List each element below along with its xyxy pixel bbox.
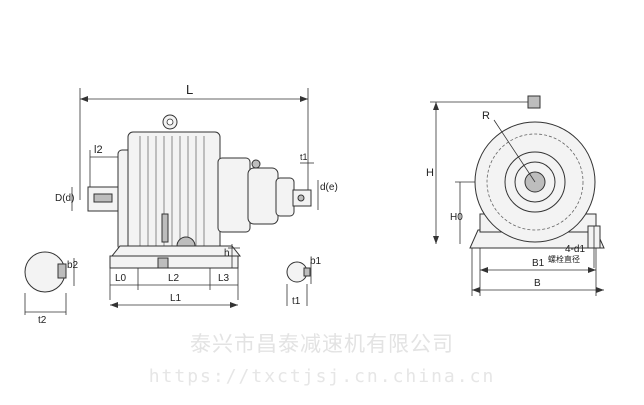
watermark-company: 泰兴市昌泰减速机有限公司 [190,332,454,356]
input-shaft-section: t2 b2 [24,251,79,326]
label-B: B [534,278,541,289]
watermark-url: https://txctjsj.cn.china.cn [148,366,496,387]
end-view: H H0 R 4-d1 螺栓直径 B1 B [426,95,605,296]
input-keyway [93,193,113,203]
label-H0: H0 [450,212,463,223]
vent-plug [251,159,261,169]
oil-gauge [161,213,169,243]
base-foot [109,255,239,269]
label-t1-bottom: t1 [292,296,301,307]
label-L1: L1 [170,293,182,304]
foot-bolt [157,257,169,269]
label-B1: B1 [532,258,545,269]
label-4d1: 4-d1 [565,244,585,255]
label-b2: b2 [67,260,79,271]
label-bolt: 螺栓直径 [548,254,580,264]
housing-body [127,131,221,255]
label-L2: L2 [168,273,180,284]
l-arrow-left [80,96,88,102]
label-t2: t2 [38,315,47,326]
label-h: h [224,248,230,259]
label-R: R [482,110,490,122]
R-leader [493,119,536,183]
label-L3: L3 [218,273,230,284]
label-L0: L0 [115,273,127,284]
label-b1: b1 [310,256,322,267]
label-H: H [426,167,434,179]
label-D: D(d) [55,193,74,204]
label-L: L [186,82,193,97]
output-seal [275,177,295,217]
label-t1-top: t1 [300,152,308,162]
output-flange [217,157,251,233]
section-keyway [57,263,67,279]
output-bearing-cap [247,167,279,225]
label-d-right: d(e) [320,182,338,193]
end-vent [527,95,541,109]
l-arrow-right [300,96,308,102]
base-top [110,245,242,257]
side-view: L l2 D(d) [55,82,338,308]
cooling-fins [139,136,205,250]
label-l2: l2 [94,144,103,156]
output-shaft-section: t1 b1 [286,256,322,307]
